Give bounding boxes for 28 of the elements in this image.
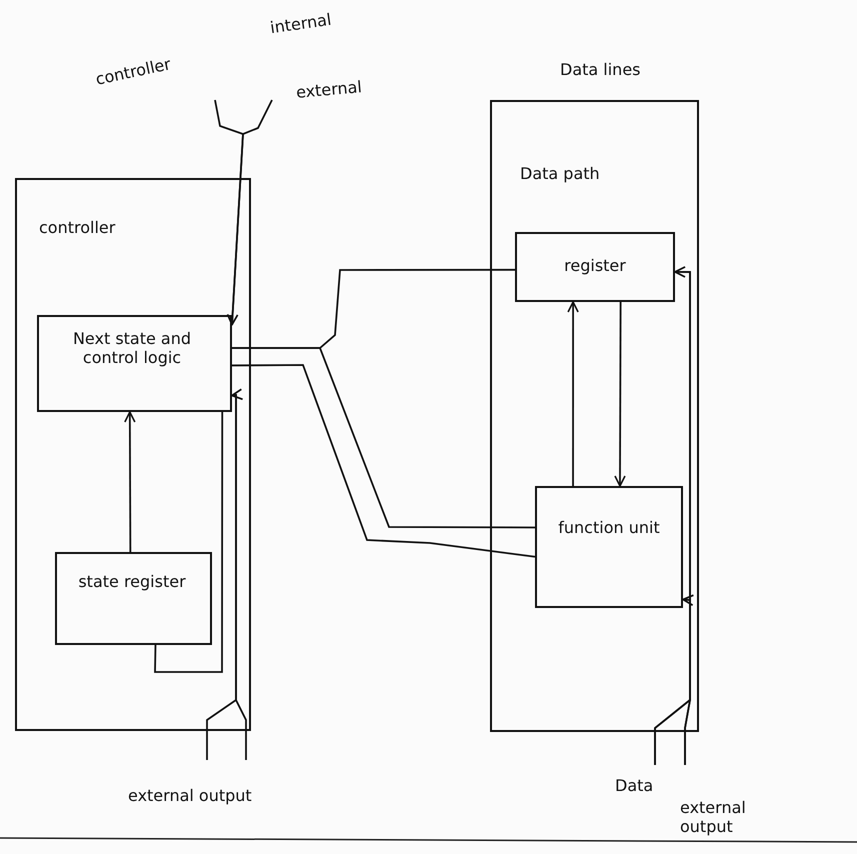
arrow <box>682 594 694 765</box>
annotation-label: external output <box>128 786 252 806</box>
process-box <box>37 315 232 412</box>
controller-block <box>15 178 251 731</box>
annotation-label: Data lines <box>560 60 640 80</box>
annotation-label: external <box>295 77 363 102</box>
process-box <box>55 552 212 645</box>
annotation-label: external output <box>680 798 747 836</box>
arrow <box>231 388 247 760</box>
node-label: function unit <box>557 518 661 538</box>
datapath-block <box>490 100 699 732</box>
connector-line <box>154 412 224 673</box>
process-box <box>535 486 683 608</box>
node-label: state register <box>77 572 187 592</box>
arrow <box>614 302 626 487</box>
connector-line <box>232 347 535 528</box>
annotation-label: Data <box>615 776 654 796</box>
arrow <box>124 411 136 552</box>
annotation-label: controller <box>94 54 172 89</box>
connector-line <box>232 364 536 558</box>
arrow <box>226 100 273 326</box>
node-label: Data path <box>520 164 600 184</box>
annotation-label: internal <box>268 10 332 38</box>
node-label: register <box>563 256 627 276</box>
arrow <box>567 301 579 486</box>
process-box <box>515 232 675 302</box>
node-label: Next state and control logic <box>72 329 192 368</box>
node-label: controller <box>39 218 116 238</box>
